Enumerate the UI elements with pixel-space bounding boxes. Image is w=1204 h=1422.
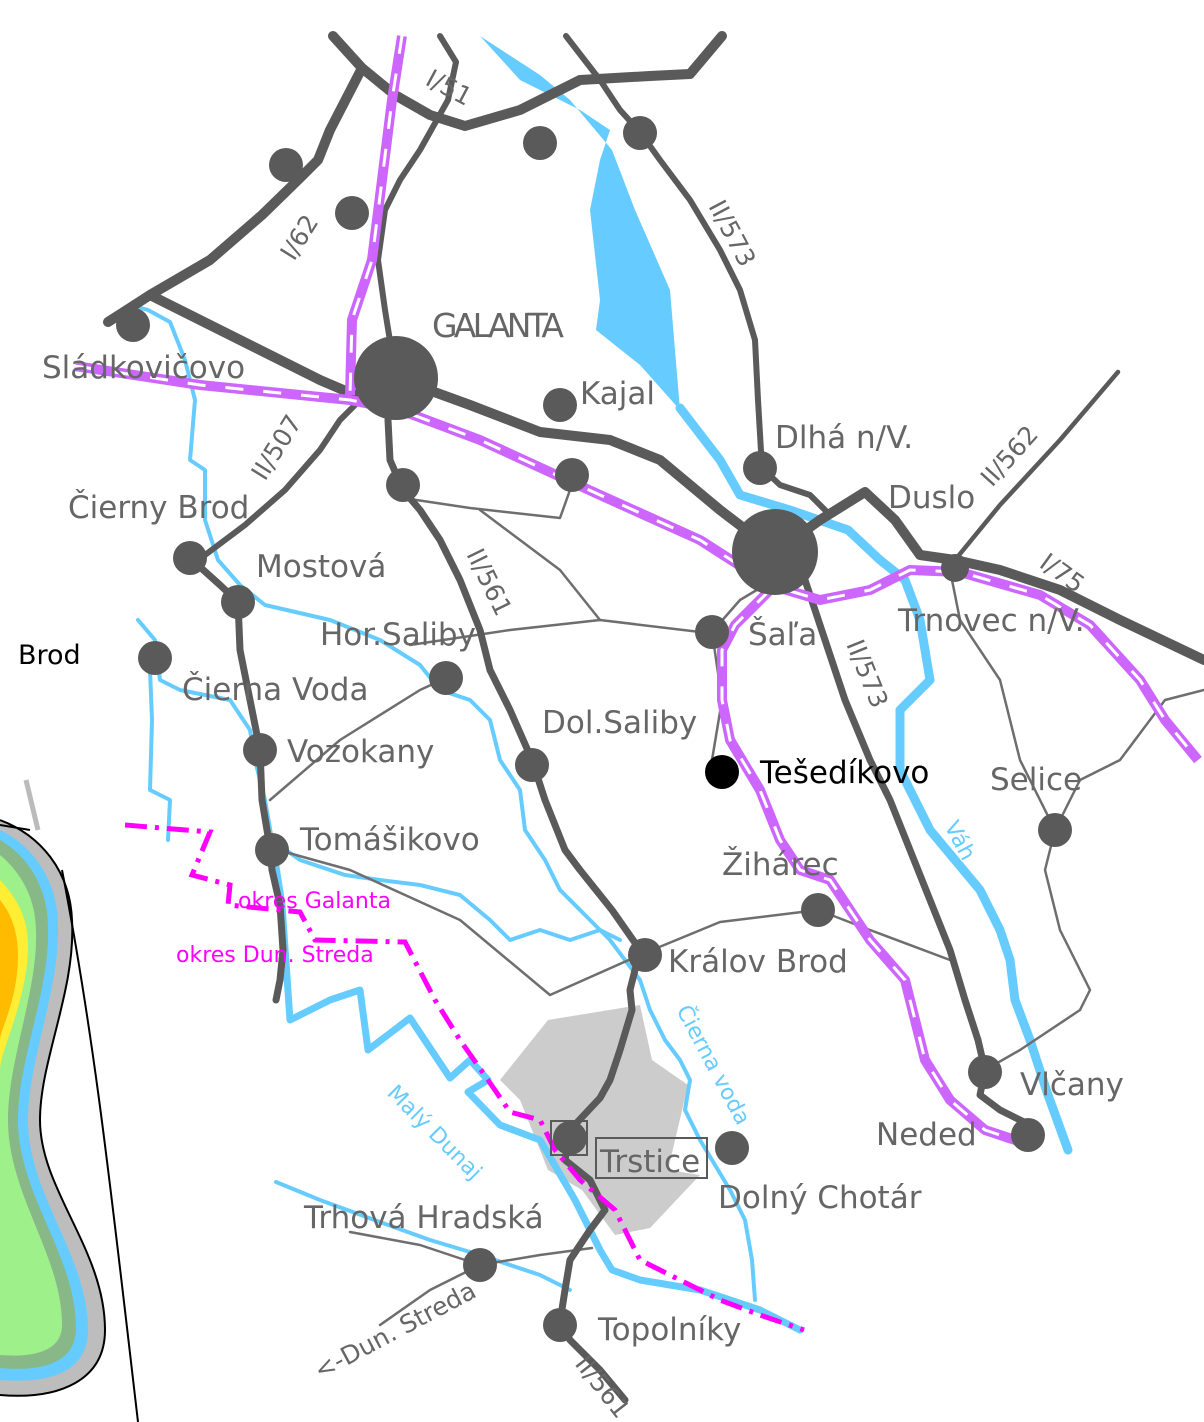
road-ii562 xyxy=(952,369,1121,563)
village-dot-vozokany xyxy=(243,733,277,767)
settlement-markers xyxy=(116,116,1072,1342)
road-ii561 xyxy=(384,374,644,1404)
village-dot-ziharec xyxy=(801,893,835,927)
vah-reservoir xyxy=(480,36,680,410)
label-galanta: GALANTA xyxy=(432,306,564,345)
label-tomasikovo: Tomášikovo xyxy=(299,822,480,858)
cierna-voda-river xyxy=(128,303,757,1302)
village-dot-kajal xyxy=(543,388,577,422)
village-dot-dolny-chotar xyxy=(715,1131,749,1165)
village-dot-cierny-brod xyxy=(173,541,207,575)
label-mostova: Mostová xyxy=(256,549,386,585)
road-i62-north xyxy=(328,31,727,131)
village-dot-mostova xyxy=(221,585,255,619)
label-hor-saliby: Hor.Saliby xyxy=(320,617,476,653)
village-dot-dol-saliby xyxy=(515,748,549,782)
maly-dunaj-river xyxy=(271,856,804,1334)
southwest-stream xyxy=(274,1180,572,1292)
road-label-i62: I/62 xyxy=(274,209,324,265)
town-dot-galanta xyxy=(354,336,438,420)
district-label-dun-streda: okres Dun. Streda xyxy=(176,943,374,968)
road-ii573-north xyxy=(563,33,765,471)
label-trstice: Trstice xyxy=(599,1144,700,1180)
road-label-ii561-south: II/561 xyxy=(569,1350,635,1422)
village-dot-selice xyxy=(1038,813,1072,847)
village-dot xyxy=(523,126,557,160)
village-dot-sala-small xyxy=(695,615,729,649)
road-i75 xyxy=(770,487,1204,665)
village-dot-kralov-brod xyxy=(628,938,662,972)
label-dolny-chotar: Dolný Chotár xyxy=(718,1180,922,1216)
label-brod: Brod xyxy=(18,640,81,671)
road-label-i51: I/51 xyxy=(421,64,477,112)
label-kajal: Kajal xyxy=(580,376,655,412)
lower-stream xyxy=(148,668,172,842)
label-topolniky: Topolníky xyxy=(597,1312,741,1348)
label-vozokany: Vozokany xyxy=(287,734,434,770)
label-sladkovicovo: Sládkovičovo xyxy=(42,350,245,386)
village-dot-dlha xyxy=(743,451,777,485)
label-trnovec: Trnovec n/V. xyxy=(897,603,1085,639)
road-label-dun-streda: <-Dun. Streda xyxy=(309,1276,480,1386)
label-neded: Neded xyxy=(876,1117,977,1153)
label-tesedikovo: Tešedíkovo xyxy=(759,755,929,791)
village-dot xyxy=(335,196,369,230)
label-kralov-brod: Králov Brod xyxy=(668,944,848,980)
town-dot-sala xyxy=(732,509,818,595)
road-i51 xyxy=(375,33,459,381)
district-border xyxy=(124,822,805,1333)
road-label-ii562: II/562 xyxy=(975,420,1044,492)
village-dot-hor-saliby xyxy=(429,661,463,695)
label-cierna-voda: Čierna Voda xyxy=(182,671,368,708)
village-dot-tomasikovo xyxy=(255,833,289,867)
village-dot-trstice xyxy=(553,1121,587,1155)
road-i62 xyxy=(103,63,367,327)
label-ziharec: Žihárec xyxy=(722,847,839,883)
label-vlcany: Vlčany xyxy=(1020,1067,1124,1103)
village-dot-tesedikovo xyxy=(705,755,739,789)
label-dol-saliby: Dol.Saliby xyxy=(542,705,697,741)
village-dot-trhova-hradska xyxy=(463,1248,497,1282)
village-dot-vlcany xyxy=(968,1055,1002,1089)
trstice-highlight-box xyxy=(550,1120,708,1179)
western-stream xyxy=(136,618,622,942)
village-dot xyxy=(269,148,303,182)
vah-river xyxy=(675,403,1073,1155)
place-labels: GALANTA Sládkovičovo Kajal Dlhá n/V. Dus… xyxy=(18,306,1124,1348)
label-sala: Šaľa xyxy=(748,616,817,653)
water-bodies xyxy=(128,36,1073,1334)
village-dot xyxy=(386,468,420,502)
label-cierny-brod: Čierny Brod xyxy=(68,489,249,526)
district-label-galanta: okres Galanta xyxy=(238,889,391,914)
label-trhova-hradska: Trhová Hradská xyxy=(303,1200,544,1236)
road-mostova-tomasikovo xyxy=(186,554,287,1004)
road-dlha-sala xyxy=(759,465,833,555)
village-dot xyxy=(555,458,589,492)
village-dot-trnovec xyxy=(941,554,969,582)
village-dot-neded xyxy=(1011,1118,1045,1152)
village-dot-topolniky xyxy=(543,1308,577,1342)
village-dot-brod xyxy=(138,641,172,675)
label-duslo: Duslo xyxy=(888,480,975,516)
neighbouring-district-shading xyxy=(0,779,139,1422)
village-dot-sladkovicovo xyxy=(116,308,150,342)
label-dlha: Dlhá n/V. xyxy=(775,420,913,456)
label-selice: Selice xyxy=(990,762,1082,798)
district-labels: okres Galanta okres Dun. Streda xyxy=(176,889,391,968)
road-galanta-sala xyxy=(391,373,780,557)
village-dot xyxy=(623,116,657,150)
